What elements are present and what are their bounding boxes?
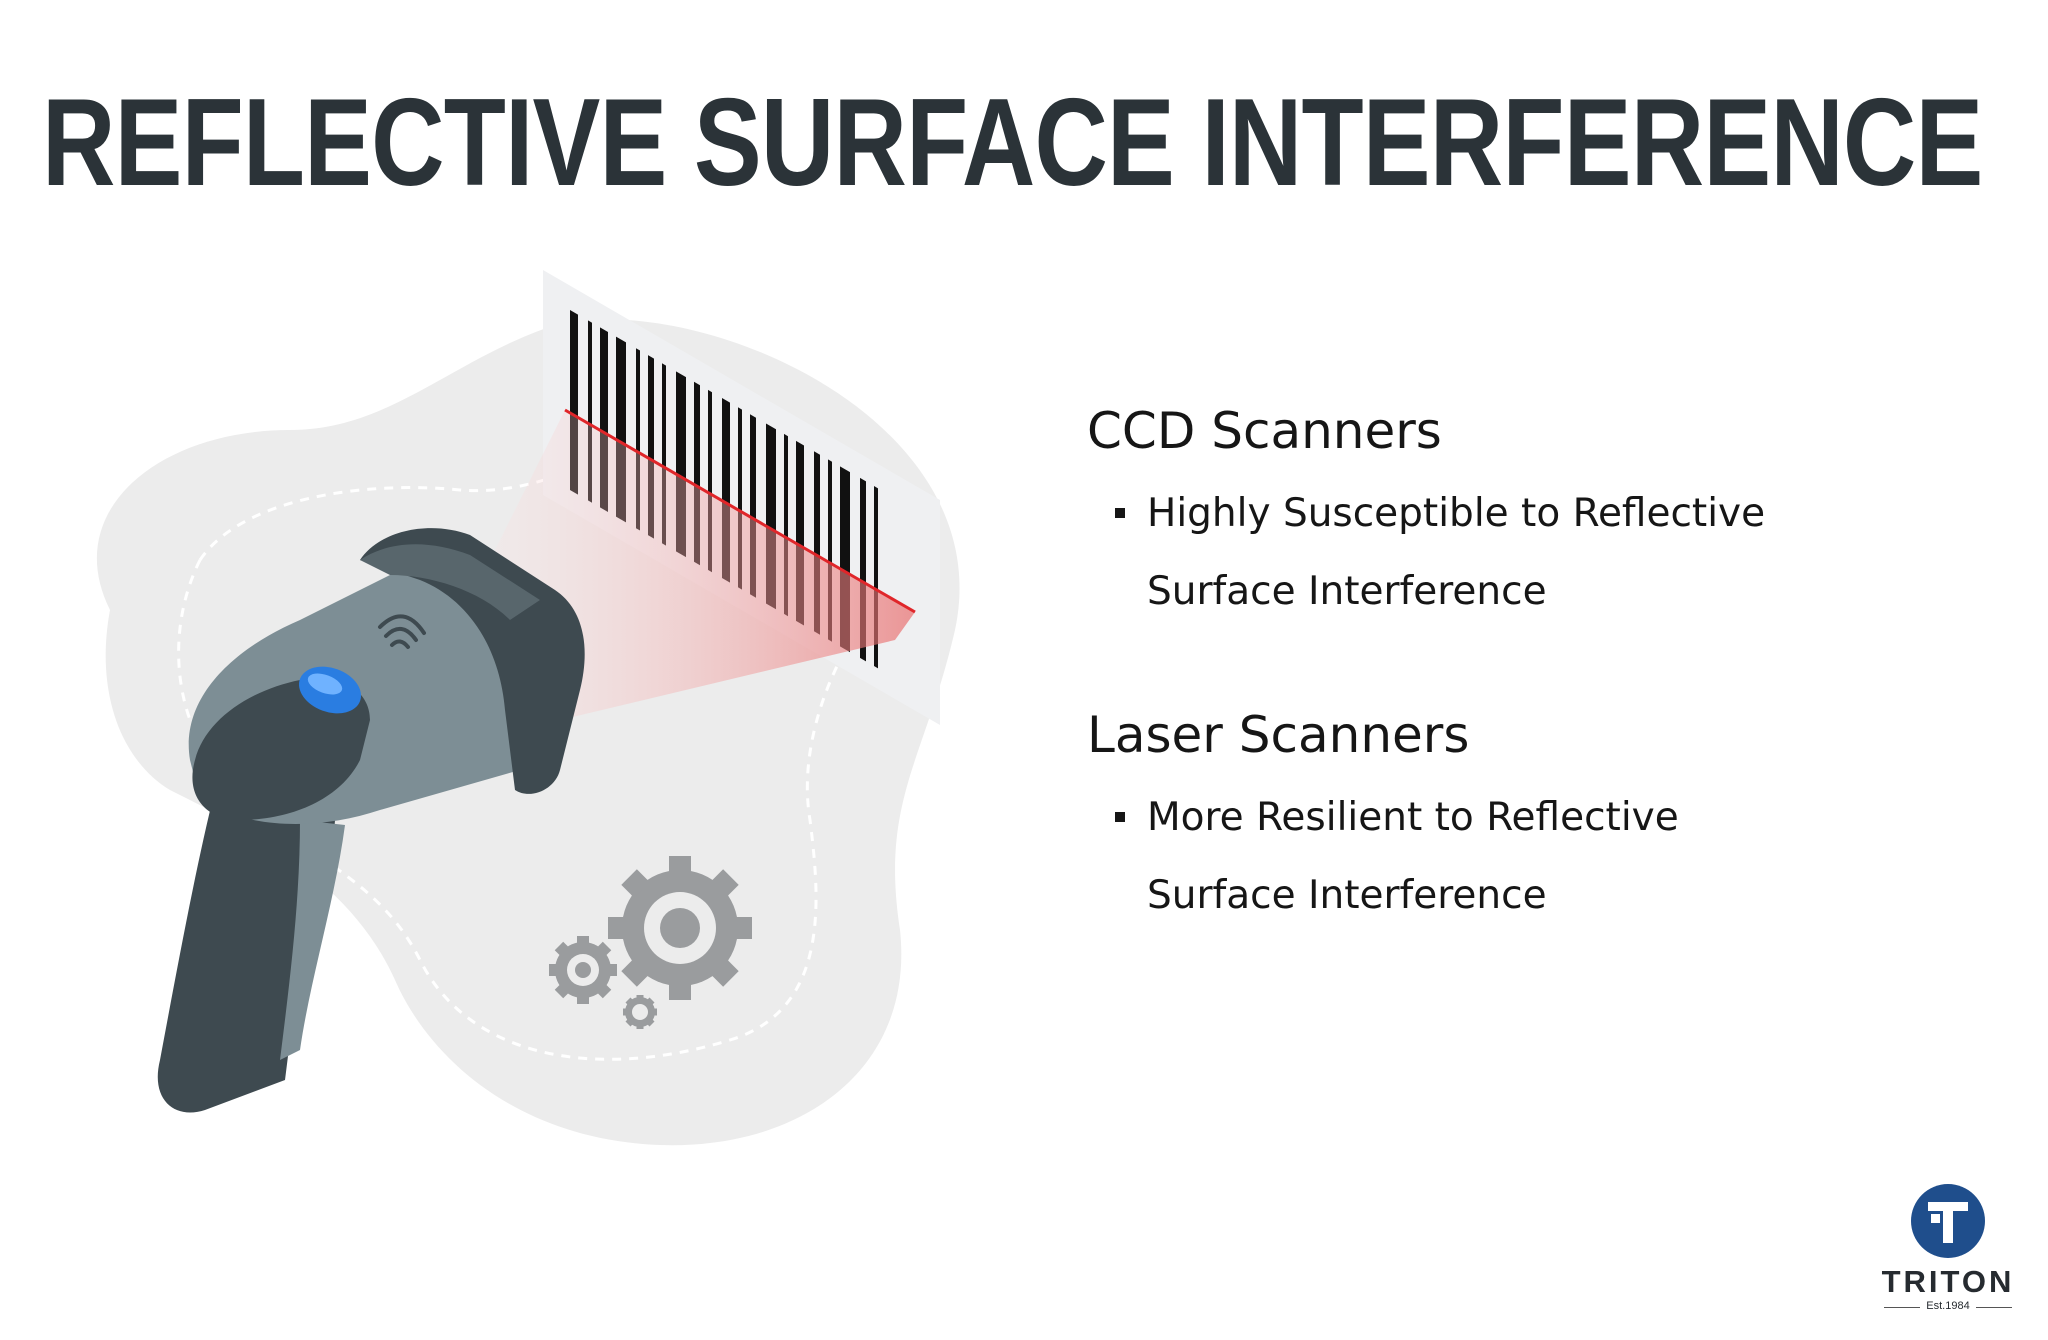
- gear-tooth: [669, 982, 691, 1000]
- bullet-line: More Resilient to Reflective: [1147, 795, 1679, 840]
- section-heading: CCD Scanners: [1087, 402, 1442, 460]
- bullet-marker: [1115, 508, 1125, 518]
- triton-logo-icon: [1911, 1184, 1985, 1258]
- gears-icon: [549, 856, 752, 1029]
- gear-tooth: [645, 997, 655, 1007]
- gear-tooth: [710, 869, 739, 898]
- gear-tooth: [621, 869, 650, 898]
- scanner-comparison: CCD Scanners Highly Susceptible to Refle…: [1087, 395, 2017, 1003]
- bullet-item: More Resilient to Reflective Surface Int…: [1087, 779, 2017, 935]
- bullet-item: Highly Susceptible to Reflective Surface…: [1087, 475, 2017, 631]
- bullet-marker: [1115, 812, 1125, 822]
- page-title: REFLECTIVE SURFACE INTERFERENCE: [42, 74, 1983, 212]
- gear-tooth: [669, 856, 691, 874]
- logo-established: Est.1984: [1926, 1300, 1970, 1312]
- gear-tooth: [607, 964, 617, 976]
- barcode-scanner-icon: [157, 528, 585, 1113]
- gear-tooth: [621, 958, 650, 987]
- bullet-line: Highly Susceptible to Reflective: [1147, 491, 1766, 536]
- gear-tooth: [625, 997, 635, 1007]
- gear-tooth: [554, 941, 571, 958]
- gear-tooth: [636, 995, 644, 1001]
- gear-tooth: [577, 936, 589, 946]
- gear-tooth: [734, 917, 752, 939]
- bullet-line: Surface Interference: [1147, 569, 1547, 614]
- section-ccd: CCD Scanners Highly Susceptible to Refle…: [1087, 395, 2017, 631]
- gear-tooth: [554, 982, 571, 999]
- gear-tooth: [595, 941, 612, 958]
- gear-tooth: [595, 982, 612, 999]
- gear-tooth: [577, 994, 589, 1004]
- bullet-line: Surface Interference: [1147, 873, 1547, 918]
- gear-tooth: [651, 1008, 657, 1016]
- barcode-scanner-illustration: [96, 270, 960, 1146]
- logo-divider: [1976, 1307, 2012, 1308]
- section-heading: Laser Scanners: [1087, 706, 1470, 764]
- gear-tooth: [549, 964, 559, 976]
- section-laser: Laser Scanners More Resilient to Reflect…: [1087, 699, 2017, 935]
- logo-wordmark: TRITON: [1881, 1264, 2015, 1299]
- gear-tooth: [636, 1023, 644, 1029]
- gear-tooth: [623, 1008, 629, 1016]
- gear-tooth: [710, 958, 739, 987]
- gear-tooth: [608, 917, 626, 939]
- triton-logo: TRITON Est.1984: [1874, 1180, 2022, 1320]
- wireless-icon: [378, 614, 426, 649]
- gear-tooth: [645, 1017, 655, 1027]
- logo-divider: [1884, 1307, 1920, 1308]
- gear-tooth: [625, 1017, 635, 1027]
